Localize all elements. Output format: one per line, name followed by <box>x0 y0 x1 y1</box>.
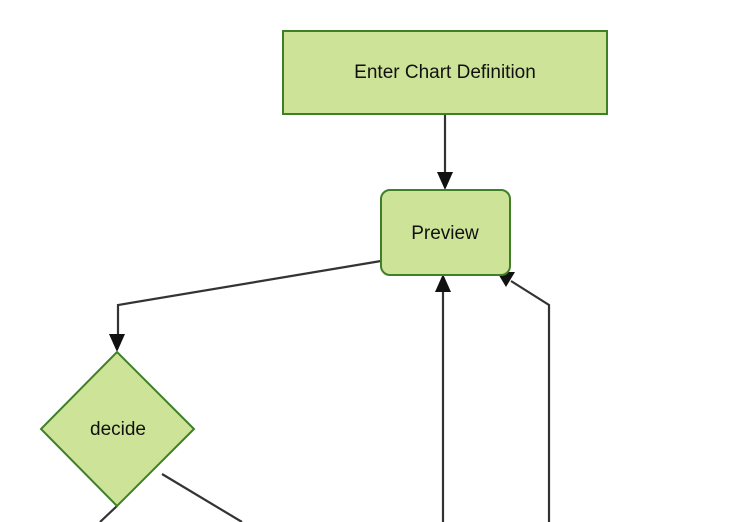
node-diamond-shape[interactable] <box>39 350 196 508</box>
arrow-head-icon <box>109 334 125 352</box>
edge-line <box>161 473 243 522</box>
node-preview[interactable]: Preview <box>380 189 511 276</box>
edge-line <box>99 505 118 522</box>
edge-decide-bottom-left <box>99 505 118 522</box>
node-rectangle-shape[interactable] <box>282 30 608 115</box>
arrow-head-icon <box>437 172 453 190</box>
edge-bottom-right-to-preview <box>497 272 551 522</box>
edge-line <box>510 280 551 522</box>
edge-bottom-center-to-preview <box>435 274 451 522</box>
node-enter-chart-definition[interactable]: Enter Chart Definition <box>282 30 608 115</box>
arrow-head-icon <box>435 274 451 292</box>
edge-preview-to-decide <box>109 259 382 352</box>
edge-line <box>116 259 382 340</box>
node-decide[interactable]: decide <box>39 350 196 508</box>
node-rounded-rectangle-shape[interactable] <box>380 189 511 276</box>
edge-enter-to-preview <box>437 114 453 190</box>
edge-decide-bottom-right <box>161 473 243 522</box>
